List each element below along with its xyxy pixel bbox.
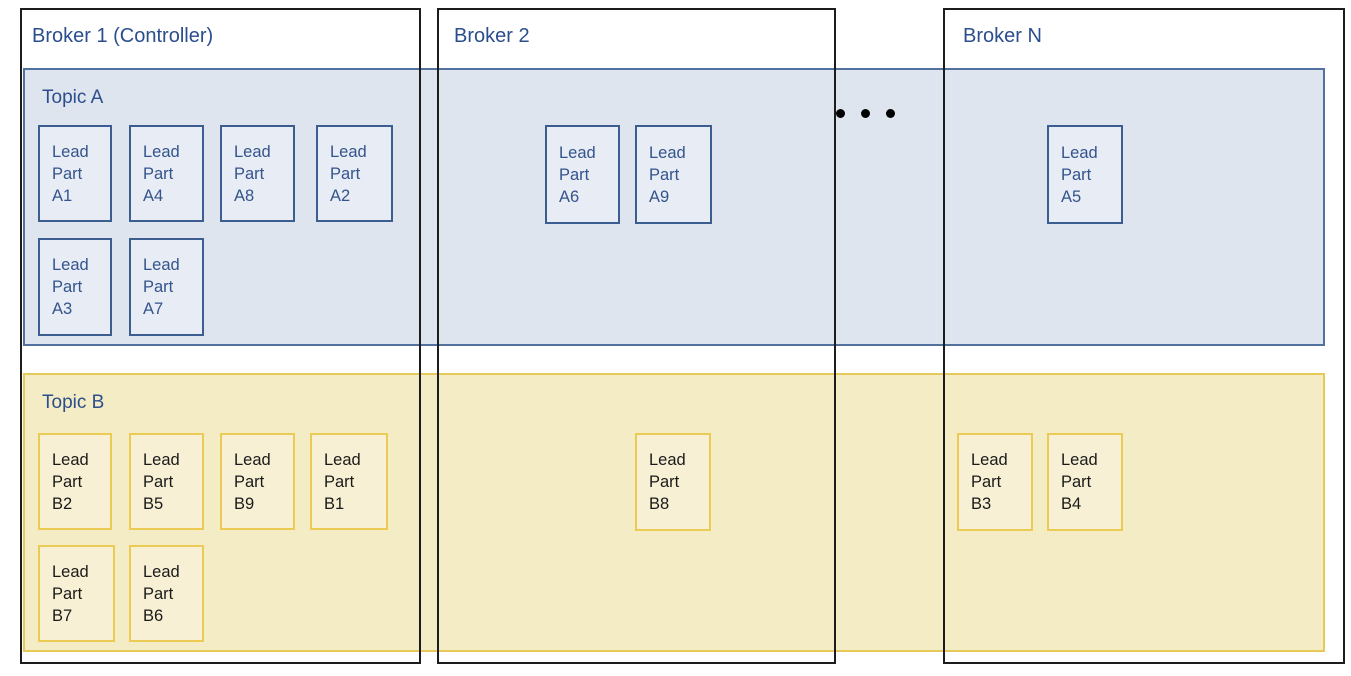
partition-lead-b4: Lead Part B4 xyxy=(1047,433,1123,531)
partition-lead-a4: Lead Part A4 xyxy=(129,125,204,222)
partition-lead-b8: Lead Part B8 xyxy=(635,433,711,531)
ellipsis-dot-icon xyxy=(836,109,845,118)
partition-lead-b5: Lead Part B5 xyxy=(129,433,204,530)
partition-lead-b3: Lead Part B3 xyxy=(957,433,1033,531)
partition-lead-b1: Lead Part B1 xyxy=(310,433,388,530)
partition-lead-a6: Lead Part A6 xyxy=(545,125,620,224)
ellipsis-dot-icon xyxy=(886,109,895,118)
partition-lead-b7: Lead Part B7 xyxy=(38,545,115,642)
partition-lead-a8: Lead Part A8 xyxy=(220,125,295,222)
topic-b-band: Topic B Lead Part B2 Lead Part B5 Lead P… xyxy=(23,373,1325,652)
partition-lead-a1: Lead Part A1 xyxy=(38,125,112,222)
ellipsis-icon xyxy=(836,109,895,118)
partition-lead-a5: Lead Part A5 xyxy=(1047,125,1123,224)
partition-lead-b9: Lead Part B9 xyxy=(220,433,295,530)
partition-lead-b6: Lead Part B6 xyxy=(129,545,204,642)
broker-n-title: Broker N xyxy=(963,25,1042,47)
broker-1-title: Broker 1 (Controller) xyxy=(32,25,214,47)
partition-lead-a2: Lead Part A2 xyxy=(316,125,393,222)
partition-lead-b2: Lead Part B2 xyxy=(38,433,112,530)
topic-a-band: Topic A Lead Part A1 Lead Part A4 Lead P… xyxy=(23,68,1325,346)
topic-a-label: Topic A xyxy=(42,87,104,108)
partition-lead-a3: Lead Part A3 xyxy=(38,238,112,336)
ellipsis-dot-icon xyxy=(861,109,870,118)
topic-b-label: Topic B xyxy=(42,392,105,413)
broker-2-title: Broker 2 xyxy=(454,25,530,47)
partition-lead-a9: Lead Part A9 xyxy=(635,125,712,224)
partition-lead-a7: Lead Part A7 xyxy=(129,238,204,336)
